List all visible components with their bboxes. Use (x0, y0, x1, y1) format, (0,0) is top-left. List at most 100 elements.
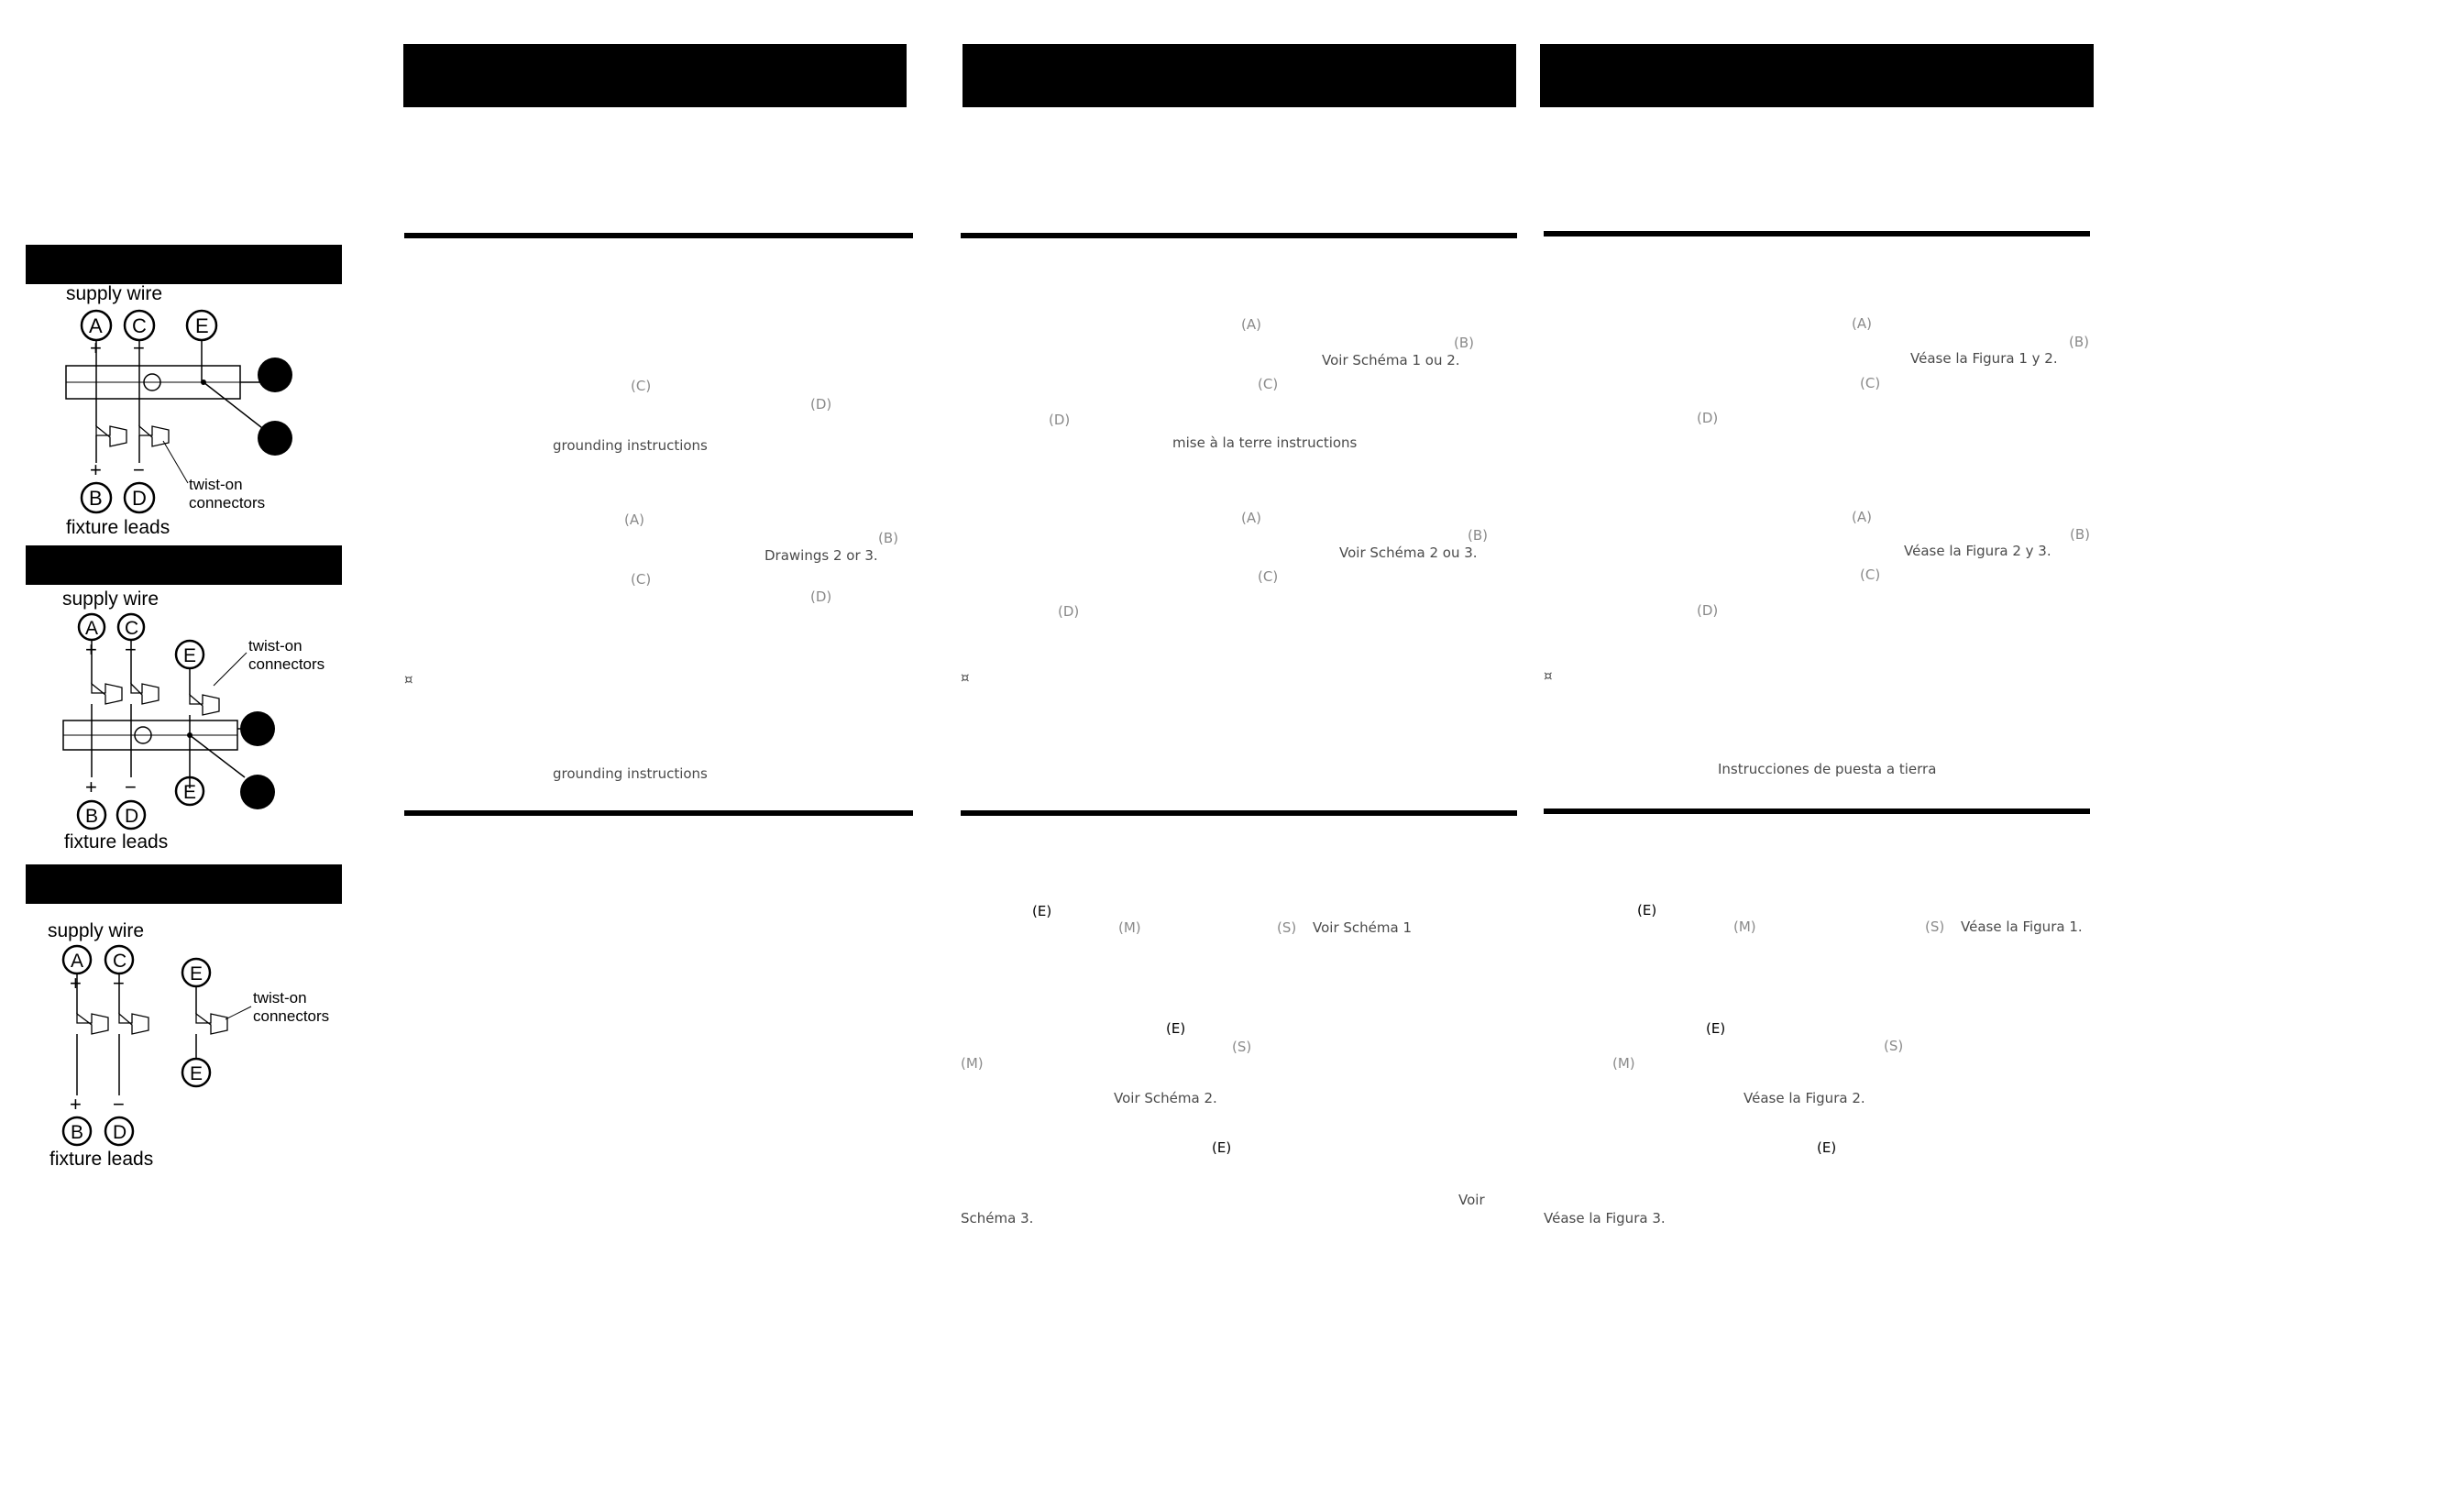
letter-a: A (85, 618, 98, 639)
french-ref-d1: (D) (1049, 412, 1071, 428)
connectors-label: connectors (253, 1007, 329, 1025)
letter-c: C (132, 314, 147, 337)
english-grounding-instructions-2: grounding instructions (553, 765, 708, 782)
english-ref-d1: (D) (810, 396, 832, 412)
letter-d: D (125, 806, 138, 827)
spanish-ref-m2: (M) (1612, 1055, 1635, 1072)
french-rule-bottom (961, 810, 1517, 816)
spanish-ref-d2: (D) (1697, 602, 1719, 619)
wiring-diagram-3: supply wire A C + − E twist-on connector… (37, 917, 348, 1182)
twist-on-label: twist-on (248, 637, 302, 654)
plus-sign-bottom: + (90, 458, 102, 481)
french-ref-a2: (A) (1241, 510, 1261, 526)
french-voir-schema-1-2: Voir Schéma 1 ou 2. (1322, 352, 1460, 368)
spanish-rule-top (1544, 231, 2090, 236)
plus-sign-bottom: + (70, 1093, 82, 1116)
letter-d: D (132, 487, 147, 510)
french-bullet: ¤ (961, 669, 970, 686)
twist-on-label: twist-on (253, 989, 307, 1006)
french-voir-schema-2: Voir Schéma 2. (1114, 1090, 1217, 1106)
french-ref-m2: (M) (961, 1055, 984, 1072)
french-rule-top (961, 233, 1517, 238)
english-rule-bottom (404, 810, 913, 816)
french-ref-d2: (D) (1058, 603, 1080, 620)
minus-sign-bottom: − (133, 458, 145, 481)
french-voir-schema-2-3: Voir Schéma 2 ou 3. (1339, 544, 1478, 561)
spanish-ref-b2: (B) (2070, 526, 2090, 543)
english-bullet: ¤ (404, 671, 413, 688)
spanish-ref-c1: (C) (1860, 375, 1881, 391)
english-rule-top (404, 233, 913, 238)
spanish-vease-figura-3: Véase la Figura 3. (1544, 1210, 1666, 1226)
spanish-bullet: ¤ (1544, 667, 1553, 684)
spanish-vease-figura-2: Véase la Figura 2. (1744, 1090, 1865, 1106)
french-ref-e2: (E) (1166, 1020, 1186, 1037)
spanish-ref-s2: (S) (1884, 1038, 1904, 1054)
plus-sign-bottom: + (85, 776, 97, 798)
fixture-leads-label: fixture leads (50, 1149, 153, 1170)
letter-e-top: E (190, 963, 203, 984)
french-ref-c2: (C) (1258, 568, 1279, 585)
french-header-bar (962, 44, 1516, 107)
letter-e-bottom: E (190, 1063, 203, 1084)
fixture-leads-label: fixture leads (66, 517, 170, 538)
letter-a: A (89, 314, 103, 337)
connectors-label: connectors (189, 494, 265, 512)
letter-c: C (113, 951, 126, 972)
spanish-ref-s1: (S) (1925, 918, 1945, 935)
english-ref-c2: (C) (631, 571, 652, 588)
diagram3-header-bar (26, 864, 342, 904)
spanish-vease-figura-2-3: Véase la Figura 2 y 3. (1904, 543, 2052, 559)
french-ref-s2: (S) (1232, 1039, 1252, 1055)
french-ref-e3: (E) (1212, 1139, 1232, 1156)
french-ref-m1: (M) (1118, 919, 1141, 936)
french-ref-a1: (A) (1241, 316, 1261, 333)
spanish-ref-c2: (C) (1860, 566, 1881, 583)
english-ref-b2: (B) (878, 530, 898, 546)
english-drawings-ref: Drawings 2 or 3. (764, 547, 878, 564)
spanish-vease-figura-1-2: Véase la Figura 1 y 2. (1910, 350, 2058, 367)
wiring-diagram-2: supply wire A C + − E twist-on connector… (50, 585, 325, 860)
french-voir-schema-1: Voir Schéma 1 (1313, 919, 1412, 936)
letter-e-top: E (183, 645, 196, 666)
letter-b: B (71, 1122, 83, 1143)
letter-c: C (125, 618, 138, 639)
spanish-ref-a1: (A) (1852, 315, 1872, 332)
supply-wire-label: supply wire (62, 588, 159, 610)
letter-d: D (113, 1122, 126, 1143)
french-ref-e1: (E) (1032, 903, 1052, 919)
diagram1-header-bar (26, 245, 342, 284)
spanish-ref-b1: (B) (2069, 334, 2089, 350)
english-ref-a2: (A) (624, 512, 644, 528)
letter-a: A (71, 951, 83, 972)
spanish-instrucciones-puesta-a-tierra: Instrucciones de puesta a tierra (1718, 761, 1937, 777)
spanish-vease-figura-1: Véase la Figura 1. (1961, 918, 2083, 935)
french-ref-b1: (B) (1454, 335, 1474, 351)
spanish-ref-e3: (E) (1817, 1139, 1837, 1156)
spanish-ref-m1: (M) (1733, 918, 1756, 935)
fixture-leads-label: fixture leads (64, 831, 168, 852)
english-grounding-instructions-1: grounding instructions (553, 437, 708, 454)
wiring-diagram-1: supply wire A C E + − twist-on connector… (55, 280, 321, 545)
letter-e-bottom: E (183, 782, 196, 803)
spanish-ref-e2: (E) (1706, 1020, 1726, 1037)
french-ref-c1: (C) (1258, 376, 1279, 392)
spanish-rule-bottom (1544, 808, 2090, 814)
spanish-ref-a2: (A) (1852, 509, 1872, 525)
french-voir-3a: Voir (1458, 1192, 1485, 1208)
letter-b: B (85, 806, 98, 827)
supply-wire-label: supply wire (66, 283, 162, 304)
twist-on-label: twist-on (189, 476, 243, 493)
minus-sign-bottom: − (125, 776, 137, 798)
minus-sign-bottom: − (113, 1093, 125, 1116)
french-schema-3: Schéma 3. (961, 1210, 1034, 1226)
spanish-ref-e1: (E) (1637, 902, 1657, 918)
english-ref-d2: (D) (810, 588, 832, 605)
english-header-bar (403, 44, 907, 107)
letter-e: E (195, 314, 209, 337)
connectors-label: connectors (248, 655, 324, 673)
spanish-header-bar (1540, 44, 2094, 107)
spanish-ref-d1: (D) (1697, 410, 1719, 426)
french-ref-s1: (S) (1277, 919, 1297, 936)
french-ref-b2: (B) (1468, 527, 1488, 544)
